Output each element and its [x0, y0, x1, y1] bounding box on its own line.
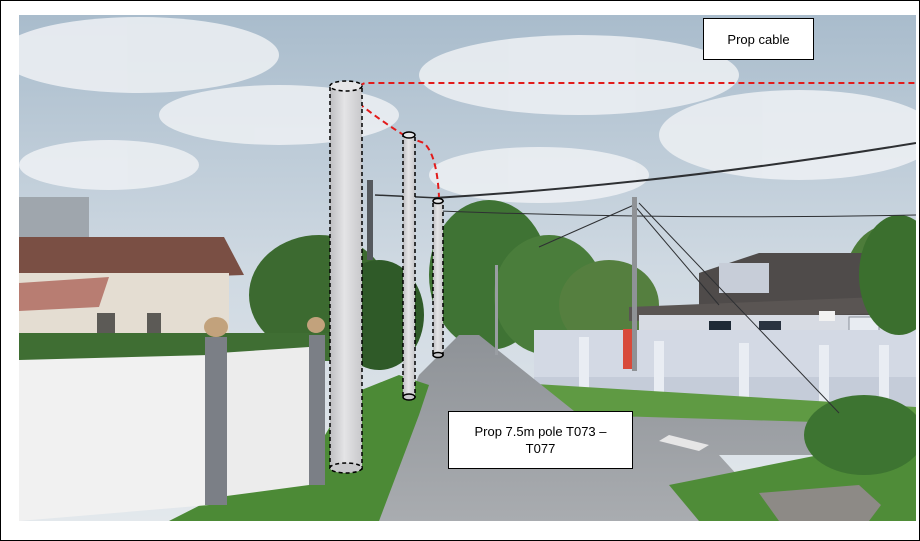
- prop-pole-2: [402, 131, 416, 401]
- shrub: [804, 395, 916, 475]
- prop-pole-label: Prop 7.5m pole T073 – T077: [448, 411, 633, 469]
- prop-pole-1: [329, 80, 363, 474]
- prop-pole-3: [432, 197, 444, 359]
- existing-pole-3: [495, 265, 498, 355]
- road: [359, 335, 916, 521]
- existing-wires: [374, 142, 916, 414]
- boundary-wall: [19, 317, 325, 521]
- prop-cable-label: Prop cable: [703, 18, 814, 60]
- shrub-tree: [859, 215, 916, 335]
- existing-pole: [632, 197, 637, 371]
- left-verge: [169, 375, 429, 521]
- prop-cable-drop: [350, 96, 440, 198]
- manhole: [759, 485, 881, 521]
- street-photo: [19, 15, 916, 521]
- road-marking: [659, 435, 709, 451]
- existing-pole-2: [367, 180, 373, 260]
